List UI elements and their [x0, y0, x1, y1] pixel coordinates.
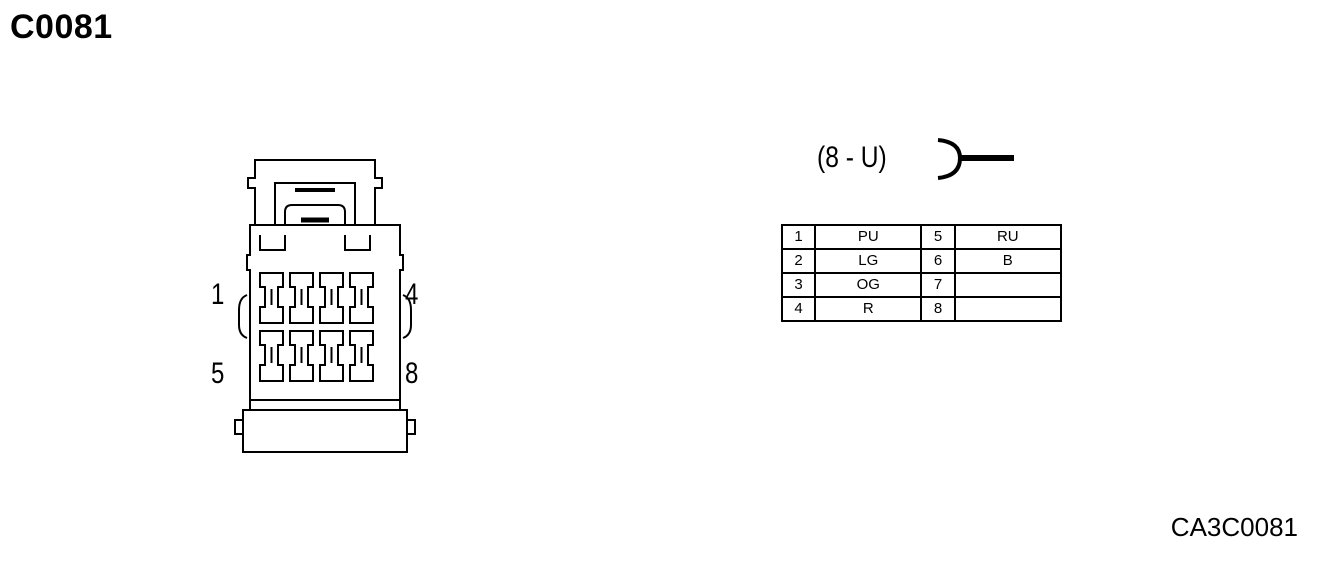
pin-number-cell: 8: [920, 296, 956, 322]
pin-number-cell: 3: [780, 272, 817, 298]
pin-cavity: [259, 272, 284, 324]
pin-number-cell: 6: [920, 248, 956, 274]
pin-cavity: [349, 272, 374, 324]
wire-color-cell: LG: [814, 248, 923, 274]
connector-id-title: C0081: [10, 8, 113, 46]
pin-number-cell: 2: [780, 248, 817, 274]
pin-cavity: [289, 272, 314, 324]
connector-face-diagram: [234, 159, 416, 453]
wire-color-cell: RU: [953, 224, 1063, 250]
connector-type-label: (8 - U): [817, 141, 887, 174]
wire-color-cell: PU: [814, 224, 923, 250]
pin-number-cell: 1: [780, 224, 817, 250]
wire-color-cell: [953, 272, 1063, 298]
pin-number-cell: 5: [920, 224, 956, 250]
pin-number-cell: 7: [920, 272, 956, 298]
wire-color-cell: B: [953, 248, 1063, 274]
face-pin-label-5: 5: [211, 357, 225, 390]
wire-color-cell: [953, 296, 1063, 322]
face-pin-label-8: 8: [405, 357, 419, 390]
face-pin-label-1: 1: [211, 278, 225, 311]
wire-color-cell: R: [814, 296, 923, 322]
pin-cavity: [289, 330, 314, 382]
pin-cavity: [319, 272, 344, 324]
wire-color-cell: OG: [814, 272, 923, 298]
diagram-reference-code: CA3C0081: [1170, 512, 1298, 542]
pin-cavity: [259, 330, 284, 382]
face-pin-label-4: 4: [405, 278, 419, 311]
pin-cavity: [319, 330, 344, 382]
pin-number-cell: 4: [780, 296, 817, 322]
pin-cavity: [349, 330, 374, 382]
plug-symbol-icon: [937, 138, 1014, 180]
